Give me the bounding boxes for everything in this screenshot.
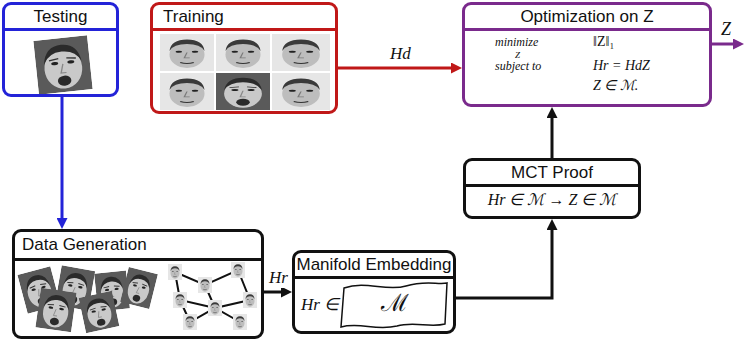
graph-face: [243, 292, 257, 308]
output-label: Z: [719, 20, 733, 40]
generated-faces: [17, 265, 158, 333]
box-header: Optimization on Z: [465, 5, 709, 31]
flow-arrow: [551, 118, 554, 158]
generated-face: [120, 267, 158, 309]
manifold-sheet: [341, 283, 447, 328]
math-text: Hr ∈: [301, 295, 339, 315]
edge-label: Hd: [388, 45, 413, 64]
embedding-box: Manifold Embedding Hr ∈ ℳ: [292, 250, 456, 334]
math-text: minimize: [495, 36, 538, 50]
proof-box: MCT Proof Hr ∈ ℳ → Z ∈ ℳ: [463, 158, 641, 219]
box-title: Testing: [34, 7, 88, 26]
training-face: [272, 34, 330, 71]
flow-arrow: [61, 97, 64, 218]
box-header: MCT Proof: [466, 161, 638, 187]
box-header: Testing: [5, 5, 116, 31]
box-title: Optimization on Z: [520, 7, 653, 26]
math-text: Hr = HdZ: [593, 58, 650, 74]
graph-face: [231, 262, 245, 278]
math-text: Z ∈ ℳ.: [593, 78, 638, 94]
training-face: [216, 73, 270, 110]
training-face: [160, 73, 214, 110]
math-text: ‖Z‖₁: [593, 34, 614, 50]
training-face: [160, 34, 214, 71]
graph-face: [183, 314, 197, 330]
generated-face: [79, 291, 120, 333]
test-face: [33, 35, 92, 94]
flow-arrow: [456, 230, 552, 298]
training-face: [216, 34, 270, 71]
math-text: ℳ: [381, 290, 409, 318]
edge-label: Hr: [267, 269, 290, 288]
training-box: Training: [150, 2, 338, 114]
box-title: Data Generation: [22, 235, 147, 254]
math-text: Hr ∈ ℳ → Z ∈ ℳ: [488, 191, 617, 209]
graph-face: [208, 300, 222, 316]
face-graph: [168, 262, 257, 330]
graph-face: [233, 314, 247, 330]
flow-arrow: [264, 291, 281, 294]
box-header: Data Generation: [15, 232, 261, 261]
output-arrow: [712, 43, 733, 46]
graph-face: [168, 264, 182, 280]
graph-face: [198, 277, 212, 293]
box-title: Training: [163, 7, 224, 26]
generation-box: Data Generation: [12, 229, 264, 339]
flow-arrow: [338, 67, 451, 70]
box-title: MCT Proof: [511, 163, 593, 182]
input-box: Testing: [2, 2, 119, 97]
generated-face: [35, 288, 76, 333]
training-faces: [160, 34, 330, 110]
training-face: [272, 73, 330, 110]
graph-face: [173, 292, 187, 308]
math-text: subject to: [495, 60, 541, 74]
box-header: Manifold Embedding: [295, 253, 453, 279]
box-header: Training: [153, 5, 335, 31]
math-text: Z: [515, 50, 520, 60]
optimization-box: Optimization on Z minimizeZ ‖Z‖₁ subject to…: [462, 2, 712, 107]
box-title: Manifold Embedding: [297, 255, 452, 274]
